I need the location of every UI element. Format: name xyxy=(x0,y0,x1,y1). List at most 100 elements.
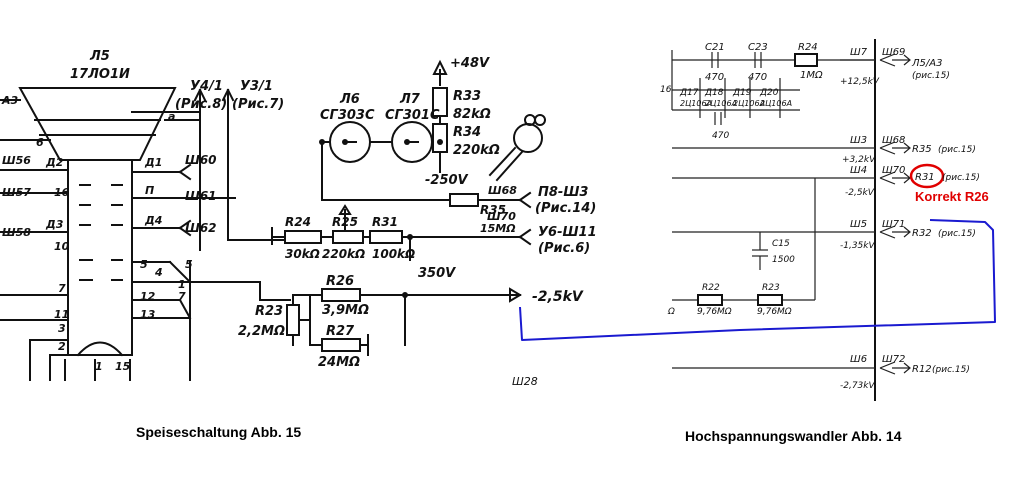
r23-right-value: 9,76MΩ xyxy=(757,307,792,317)
r31-fig: (рис.15) xyxy=(942,173,980,183)
u6-fig: (Рис.6) xyxy=(538,241,590,256)
pin-7: 7 xyxy=(58,282,66,295)
pin-12: 12 xyxy=(140,290,156,303)
resistor-r23 xyxy=(286,304,300,336)
korrekt-note: Korrekt R26 xyxy=(915,189,989,204)
tube-type: 17ЛО1И xyxy=(70,67,130,82)
v-3-2: +3,2kV xyxy=(842,155,876,165)
r12-fig: (рис.15) xyxy=(932,365,970,375)
pin-10: 10 xyxy=(54,240,70,253)
r26-left: R26 xyxy=(326,274,354,289)
resistor-r25 xyxy=(332,230,364,244)
v-1-35: -1,35kV xyxy=(840,241,875,251)
r25-left: R25 xyxy=(332,215,358,229)
lamp-l7-type: СГ301С xyxy=(385,108,440,123)
sh68-right: Ш68 xyxy=(882,135,905,146)
r31-correction-circle xyxy=(909,163,945,189)
sh56: Ш56 xyxy=(2,154,31,167)
sh62: Ш62 xyxy=(185,221,217,235)
r22-right-value: 9,76MΩ xyxy=(697,307,732,317)
resistor-r26 xyxy=(321,288,361,302)
sh6: Ш6 xyxy=(850,354,867,365)
pin-3: 3 xyxy=(58,322,66,335)
sh7: Ш7 xyxy=(850,47,868,58)
d1-label: Д1 xyxy=(144,156,162,169)
resistor-r31 xyxy=(369,230,403,244)
r23-right-label: R23 xyxy=(762,283,780,293)
pin-a: а xyxy=(168,110,175,123)
r32-right: R32 xyxy=(912,228,932,239)
right-schematic: C21 470 C23 470 R24 1MΩ 470 Д17 Д18 Д19 … xyxy=(660,39,989,444)
r24-right xyxy=(794,53,818,67)
c15: C15 xyxy=(772,239,790,249)
r24-right-label: R24 xyxy=(798,42,818,53)
d4-label: Д4 xyxy=(144,214,162,227)
sh60: Ш60 xyxy=(185,153,217,167)
pv-sh3: П8-Ш3 xyxy=(538,185,588,200)
out-voltage: -2,5kV xyxy=(532,289,584,305)
p-label: П xyxy=(145,184,154,197)
diode-type-3: 2Ц106А xyxy=(733,99,765,108)
r23-left: R23 xyxy=(255,304,283,319)
tube-id: Л5 xyxy=(89,49,110,64)
sh28: Ш28 xyxy=(512,375,538,388)
resistor-r24 xyxy=(284,230,322,244)
pin-5b: 5 xyxy=(185,258,193,271)
v-2-5: -2,5kV xyxy=(845,188,875,198)
r25-left-value: 220kΩ xyxy=(322,247,365,261)
l5a3: Л5/А3 xyxy=(911,58,942,69)
sh3: Ш3 xyxy=(850,135,867,146)
r31-left: R31 xyxy=(372,215,398,229)
v-350: 350V xyxy=(418,266,456,281)
pin-11: 11 xyxy=(54,308,69,321)
r31-left-value: 100kΩ xyxy=(372,247,415,261)
resistor-r27 xyxy=(321,338,361,352)
c23: C23 xyxy=(748,42,768,53)
r27-left: R27 xyxy=(326,324,355,339)
r34-value: 220kΩ xyxy=(453,143,500,158)
c21: C21 xyxy=(705,42,725,53)
r22-right xyxy=(697,294,723,306)
blue-correction-connector xyxy=(519,219,996,341)
r26-left-value: 3,9MΩ xyxy=(322,303,369,318)
lamp-l6-label: Л6 xyxy=(339,92,360,107)
omega-label: Ω xyxy=(667,307,675,317)
ref-u3-fig: (Рис.7) xyxy=(232,97,284,112)
sh70-left: Ш70 xyxy=(487,210,516,223)
l5a3-fig: (рис.15) xyxy=(912,71,950,81)
d3-label: Д3 xyxy=(45,218,64,231)
lamp-l7-label: Л7 xyxy=(399,92,421,107)
lamp-l6-type: СГ303С xyxy=(320,108,375,123)
crt-neck xyxy=(67,159,133,356)
ref-u4: У4/1 xyxy=(190,79,223,94)
sh72: Ш72 xyxy=(882,354,905,365)
ref-u4-fig: (Рис.8) xyxy=(175,97,227,112)
r23-left-value: 2,2MΩ xyxy=(238,324,285,339)
pin-6: 6 xyxy=(36,136,44,149)
pin-1: 1 xyxy=(95,360,103,373)
sh58: Ш58 xyxy=(2,226,31,239)
sh70-value: 15MΩ xyxy=(480,222,516,235)
pin-13: 13 xyxy=(140,308,156,321)
r33-label: R33 xyxy=(453,89,481,104)
r27-left-value: 24MΩ xyxy=(318,355,360,370)
sh71: Ш71 xyxy=(882,219,905,230)
r24-right-value: 1MΩ xyxy=(800,70,823,81)
supply-48v: +48V xyxy=(450,56,490,71)
d20: Д20 xyxy=(759,88,779,98)
r35-left: R35 xyxy=(480,203,506,217)
r35-right: R35 xyxy=(912,144,932,155)
sh69: Ш69 xyxy=(882,47,905,58)
pin-16: 16 xyxy=(54,186,70,199)
c22-value: 470 xyxy=(712,131,729,141)
left-schematic: Л5 17ЛО1И У4/1 (Рис.8) У3/1 (Рис.7) Л6 С… xyxy=(0,49,597,440)
pin-4: 4 xyxy=(154,266,163,279)
sh57: Ш57 xyxy=(2,186,31,199)
v-2-73: -2,73kV xyxy=(840,381,875,391)
pin-5: 5 xyxy=(140,258,148,271)
d2-label: Д2 xyxy=(45,156,64,169)
left-caption: Speiseschaltung Abb. 15 xyxy=(136,424,301,440)
ref-u3: У3/1 xyxy=(240,79,273,94)
r23-right xyxy=(757,294,783,306)
